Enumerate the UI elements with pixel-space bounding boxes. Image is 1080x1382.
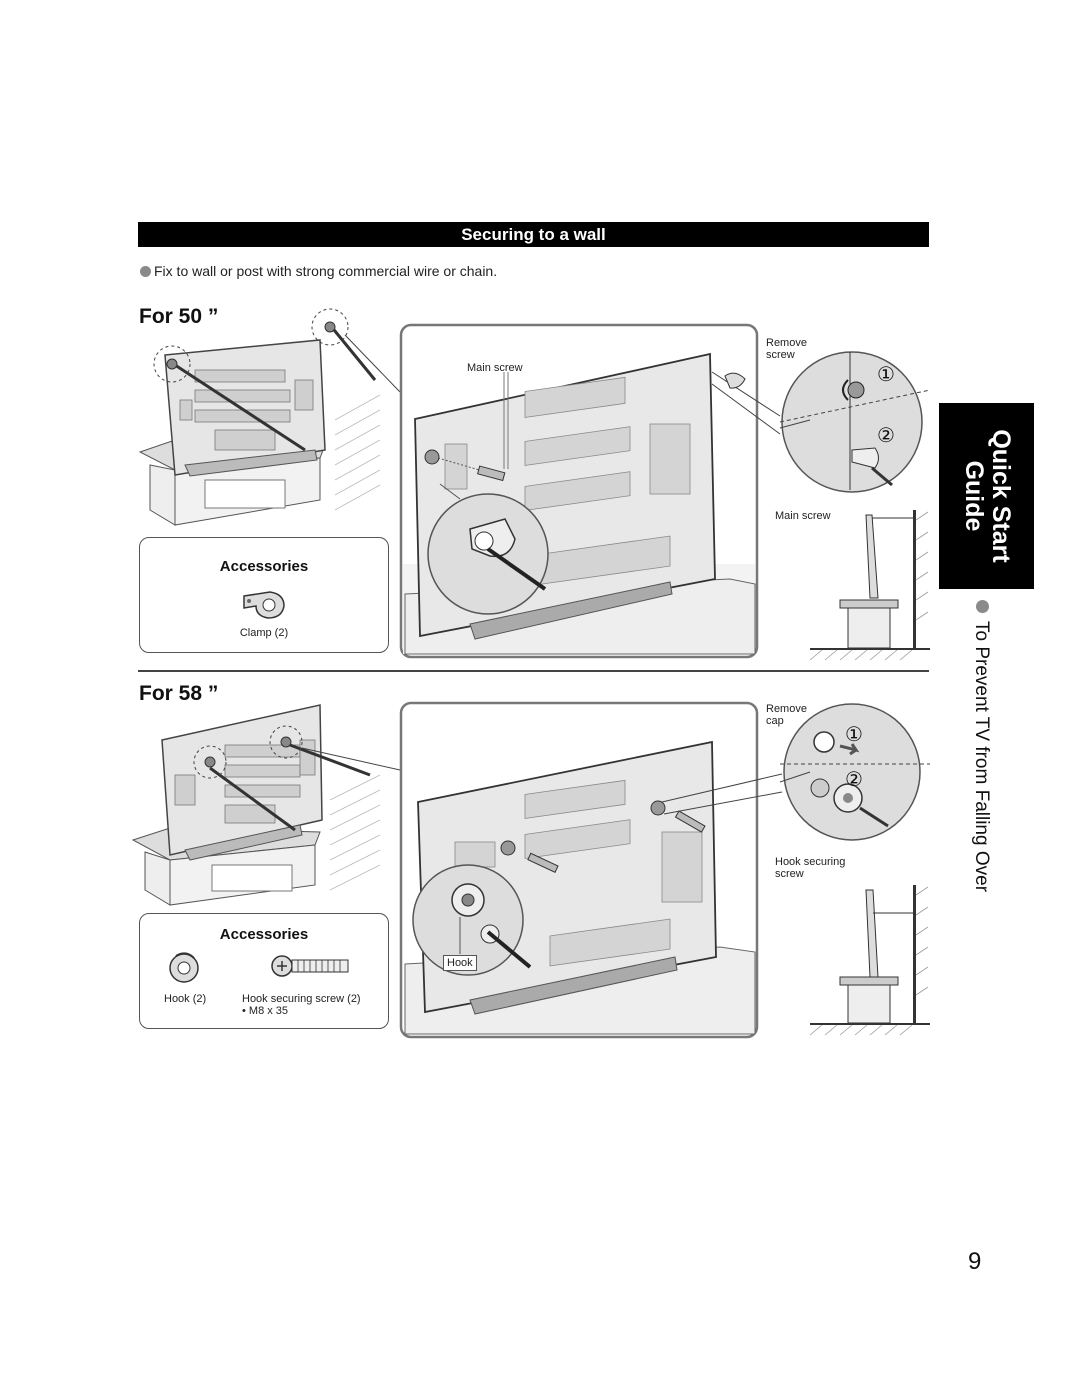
remove-screw-line1: Remove xyxy=(766,337,807,349)
bullet-icon xyxy=(976,600,989,613)
remove-cap-label: Remove cap xyxy=(766,703,807,727)
accessories-title: Accessories xyxy=(219,926,309,943)
hook-label: Hook (2) xyxy=(164,993,207,1005)
clamp-icon xyxy=(243,591,285,619)
remove-cap-magnified-58 xyxy=(779,703,930,841)
tv-side-profile-50 xyxy=(809,510,930,661)
intro-text: Fix to wall or post with strong commerci… xyxy=(154,263,498,279)
accessories-box-58: Accessories Hook (2) Hook securing screw… xyxy=(139,913,389,1029)
tv-rear-detail-panel-50 xyxy=(399,323,781,659)
hook-securing-screw-label: Hook securing screw xyxy=(775,856,845,880)
for50-heading: For 50 ” xyxy=(139,305,219,328)
remove-cap-line2: cap xyxy=(766,715,784,727)
main-screw-label-right: Main screw xyxy=(775,510,831,522)
for58-heading: For 58 ” xyxy=(139,682,219,705)
step2-marker-58: ② xyxy=(845,769,863,791)
hook-screw-size: • M8 x 35 xyxy=(242,1005,289,1017)
side-caption-text: To Prevent TV from Falling Over xyxy=(971,621,992,893)
hook-securing-line2: screw xyxy=(775,868,804,880)
clamp-label: Clamp (2) xyxy=(239,627,289,639)
intro-note: Fix to wall or post with strong commerci… xyxy=(140,263,497,279)
main-screw-label-left: Main screw xyxy=(467,362,523,374)
tv-rear-detail-panel-58 xyxy=(399,701,783,1039)
tab-line2: Guide xyxy=(959,460,988,532)
section-title: Securing to a wall xyxy=(461,225,606,244)
tv-rear-on-stand-illustration-50 xyxy=(138,308,401,526)
remove-cap-line1: Remove xyxy=(766,703,807,715)
hook-icon xyxy=(169,952,199,983)
hook-screw-label: Hook securing screw (2) xyxy=(242,993,361,1005)
side-caption: To Prevent TV from Falling Over xyxy=(962,600,992,900)
quick-start-guide-tab: Quick Start Guide xyxy=(939,403,1034,589)
accessories-title: Accessories xyxy=(219,558,309,575)
hook-securing-screw-icon xyxy=(271,955,349,977)
step1-marker-50: ① xyxy=(877,364,895,386)
step2-marker-50: ② xyxy=(877,425,895,447)
step1-marker-58: ① xyxy=(845,724,863,746)
remove-screw-magnified-50 xyxy=(779,351,931,493)
bullet-icon xyxy=(140,266,151,277)
section-divider xyxy=(138,670,929,672)
remove-screw-line2: screw xyxy=(766,349,795,361)
hook-securing-line1: Hook securing xyxy=(775,856,846,868)
section-title-bar: Securing to a wall xyxy=(138,222,929,247)
page-number: 9 xyxy=(968,1248,982,1275)
hook-callout-label: Hook xyxy=(443,955,477,971)
accessories-box-50: Accessories Clamp (2) xyxy=(139,537,389,653)
remove-screw-label: Remove screw xyxy=(766,337,807,361)
tv-side-profile-58 xyxy=(809,885,930,1036)
tab-line1: Quick Start xyxy=(986,429,1015,563)
tv-rear-on-stand-illustration-58 xyxy=(131,704,401,906)
